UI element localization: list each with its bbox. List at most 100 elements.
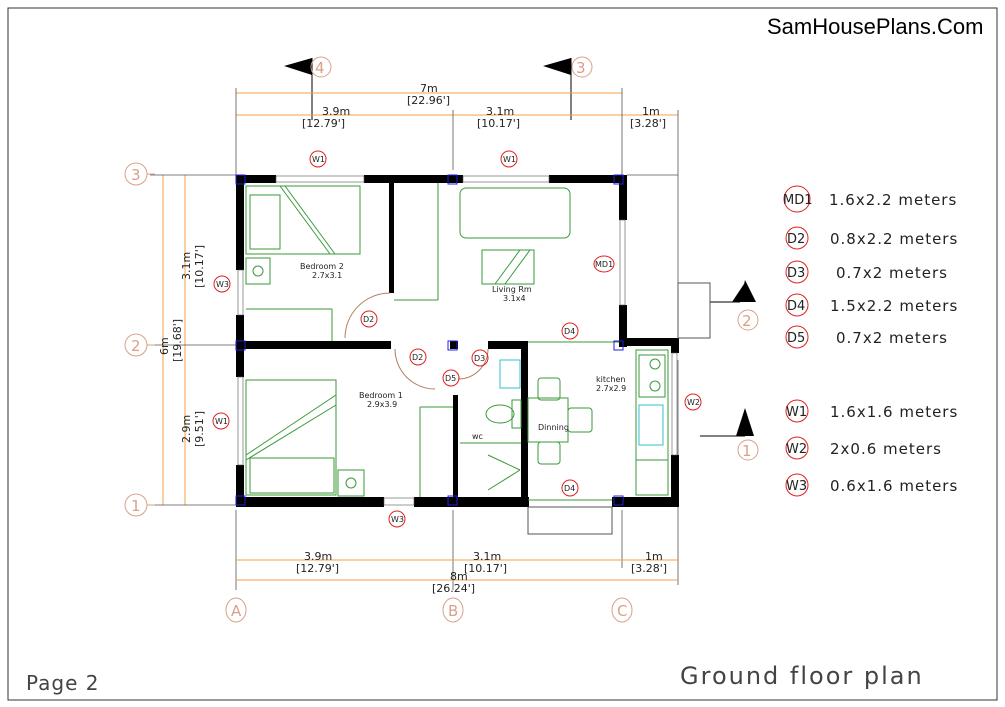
svg-text:3.1m: 3.1m: [473, 550, 501, 563]
sofa-icon: [459, 187, 571, 239]
svg-text:2: 2: [131, 337, 141, 355]
section-marker-1: 1: [700, 408, 759, 461]
svg-text:[3.28']: [3.28']: [631, 562, 667, 575]
sheet-border: [7, 7, 998, 701]
svg-text:6m: 6m: [158, 337, 171, 355]
svg-text:3: 3: [576, 59, 586, 77]
grid-col-c: C: [611, 597, 633, 623]
bed-icon-2: [245, 379, 337, 496]
svg-text:D2: D2: [363, 315, 374, 324]
grid-row-3: 3: [124, 162, 155, 186]
legend-item: D5 0.7x2 meters: [785, 325, 948, 349]
svg-text:W3: W3: [216, 280, 229, 289]
svg-text:3.9m: 3.9m: [322, 105, 350, 118]
svg-text:W3: W3: [786, 479, 807, 494]
svg-text:1m: 1m: [642, 105, 660, 118]
svg-text:kitchen: kitchen: [596, 375, 625, 384]
svg-text:3.1m: 3.1m: [486, 105, 514, 118]
svg-text:A: A: [231, 602, 242, 620]
svg-text:[10.17']: [10.17']: [477, 117, 520, 130]
svg-text:W2: W2: [687, 398, 700, 407]
svg-text:D2: D2: [787, 232, 805, 247]
svg-text:[22.96']: [22.96']: [407, 94, 450, 107]
svg-text:D4: D4: [787, 299, 805, 314]
svg-text:wc: wc: [472, 432, 483, 441]
svg-text:D4: D4: [564, 327, 575, 336]
svg-text:D2: D2: [412, 353, 423, 362]
svg-text:2.9x3.9: 2.9x3.9: [367, 400, 397, 409]
svg-text:4: 4: [315, 59, 325, 77]
fridge-icon: [635, 459, 669, 496]
svg-text:MD1: MD1: [783, 193, 813, 208]
kitchen-sink-icon: [638, 404, 664, 446]
room-labels: Bedroom 2 2.7x3.1 Living Rm 3.1x4 Bedroo…: [300, 262, 626, 441]
svg-text:[26.24']: [26.24']: [432, 582, 475, 595]
svg-text:W1: W1: [503, 155, 516, 164]
svg-text:D5: D5: [787, 331, 805, 346]
svg-text:1: 1: [742, 442, 752, 460]
svg-text:0.7x2 meters: 0.7x2 meters: [836, 264, 948, 282]
svg-text:D4: D4: [564, 484, 575, 493]
svg-text:3: 3: [131, 166, 141, 184]
bed-icon: [245, 185, 361, 255]
legend-item: W2 2x0.6 meters: [785, 436, 942, 460]
svg-text:[10.17']: [10.17']: [464, 562, 507, 575]
nightstand-icon-2: [337, 469, 365, 497]
svg-text:0.7x2 meters: 0.7x2 meters: [836, 329, 948, 347]
svg-text:3.9m: 3.9m: [304, 550, 332, 563]
svg-text:1.6x2.2 meters: 1.6x2.2 meters: [829, 191, 957, 209]
grid-col-b: B: [442, 597, 464, 623]
section-marker-4: 4: [284, 56, 332, 120]
svg-text:Dinning: Dinning: [538, 423, 569, 432]
svg-text:2: 2: [742, 312, 752, 330]
wc-sink-icon: [499, 359, 521, 389]
svg-text:C: C: [617, 602, 627, 620]
svg-text:[12.79']: [12.79']: [296, 562, 339, 575]
walls: [236, 174, 711, 535]
svg-text:D3: D3: [474, 354, 485, 363]
svg-text:W2: W2: [786, 442, 807, 457]
legend-item: MD1 1.6x2.2 meters: [783, 185, 957, 213]
svg-text:0.6x1.6 meters: 0.6x1.6 meters: [830, 477, 958, 495]
svg-text:MD1: MD1: [595, 260, 613, 269]
svg-text:[9.51']: [9.51']: [193, 411, 206, 447]
svg-text:W3: W3: [391, 515, 404, 524]
opening-tags: W1 W1 W3 W1 W3 W2 MD1 D2 D2 D3 D5 D4 D4: [212, 150, 702, 528]
svg-text:B: B: [448, 602, 458, 620]
grid-col-a: A: [225, 597, 247, 623]
furniture: [245, 183, 669, 497]
legend-item: W3 0.6x1.6 meters: [785, 473, 958, 497]
toilet-icon: [485, 404, 515, 424]
brand-logo-text: SamHousePlans.Com: [767, 14, 983, 39]
svg-text:2x0.6 meters: 2x0.6 meters: [830, 440, 942, 458]
dining-table-icon: [527, 397, 569, 443]
svg-text:1.5x2.2 meters: 1.5x2.2 meters: [830, 297, 958, 315]
svg-text:2.7x3.1: 2.7x3.1: [312, 271, 342, 280]
section-marker-2: 2: [710, 280, 759, 331]
page-label: Page 2: [26, 671, 100, 695]
svg-text:[12.79']: [12.79']: [302, 117, 345, 130]
svg-text:0.8x2.2 meters: 0.8x2.2 meters: [830, 230, 958, 248]
coffee-table-icon: [481, 249, 535, 285]
svg-text:3.1m: 3.1m: [180, 252, 193, 280]
nightstand-icon: [245, 257, 271, 285]
svg-text:[3.28']: [3.28']: [630, 117, 666, 130]
left-dimensions: 6m [19.68'] 3.1m [10.17'] 2.9m [9.51']: [150, 174, 236, 506]
drawing-title: Ground floor plan: [680, 662, 924, 690]
grid-row-1: 1: [124, 493, 155, 517]
legend-item: D4 1.5x2.2 meters: [785, 293, 958, 317]
top-dimensions: 7m [22.96'] 3.9m [12.79'] 3.1m [10.17'] …: [235, 82, 679, 175]
svg-text:D5: D5: [445, 374, 456, 383]
structural-columns: [235, 174, 624, 506]
svg-text:Bedroom 2: Bedroom 2: [300, 262, 344, 271]
svg-text:3.1x4: 3.1x4: [503, 294, 526, 303]
stove-icon: [638, 354, 666, 398]
svg-text:[10.17']: [10.17']: [193, 245, 206, 288]
svg-text:7m: 7m: [420, 82, 438, 95]
svg-text:1.6x1.6 meters: 1.6x1.6 meters: [830, 403, 958, 421]
legend-item: D2 0.8x2.2 meters: [785, 226, 958, 250]
